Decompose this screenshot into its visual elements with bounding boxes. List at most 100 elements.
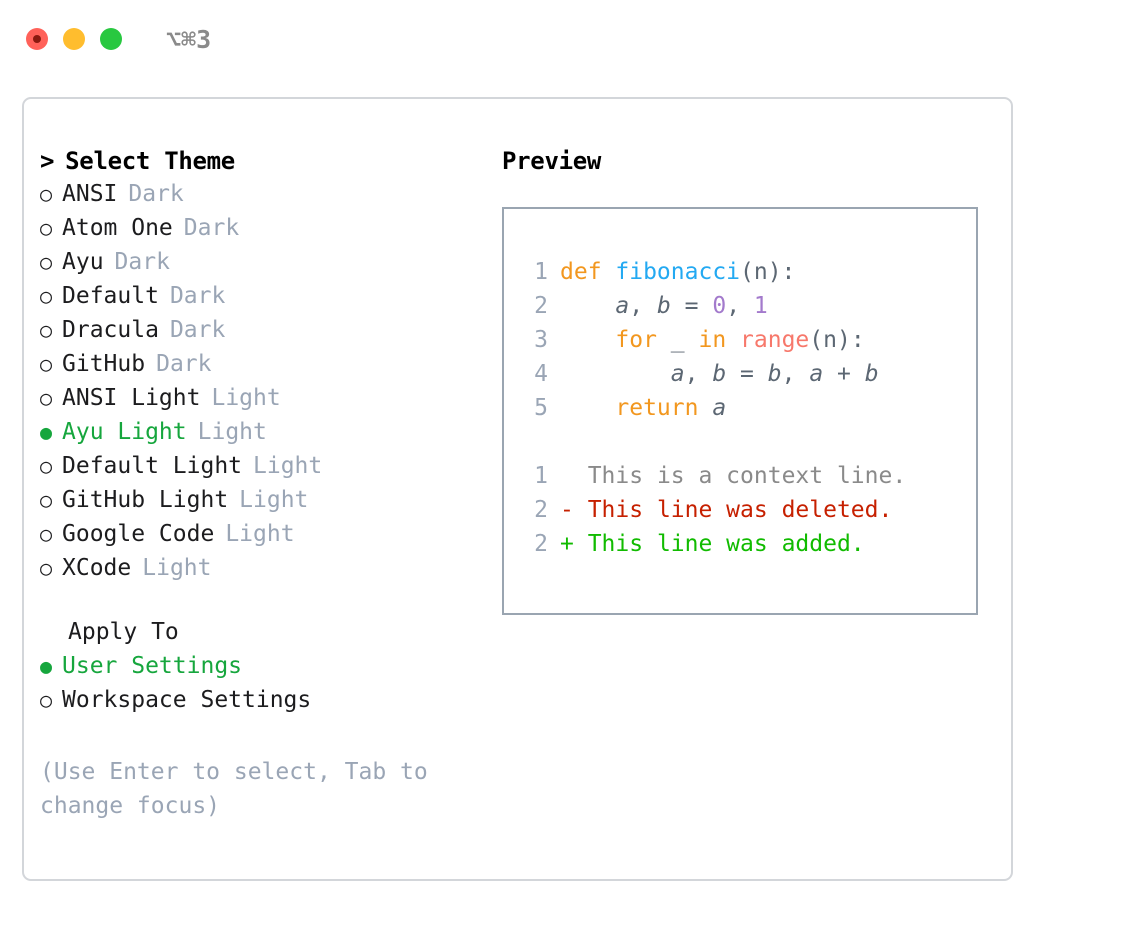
radio-unselected-icon: ○ (40, 688, 53, 712)
diff-line-number: 1 (534, 463, 548, 489)
code-token-plain (698, 391, 712, 425)
theme-option-label: Default Light (62, 453, 243, 479)
code-token-fn: fibonacci (615, 259, 741, 285)
minimize-button-icon[interactable] (63, 28, 85, 50)
code-token-num: 1 (753, 293, 768, 319)
theme-option-label: Google Code (62, 521, 215, 547)
theme-option-label: XCode (62, 555, 132, 581)
traffic-light-group (26, 28, 122, 50)
radio-unselected-icon: ○ (40, 318, 53, 342)
diff-line-number: 2 (534, 497, 548, 523)
code-token-plain (560, 357, 671, 391)
code-line-number: 2 (534, 293, 548, 319)
section-spacer (40, 589, 480, 619)
code-token-var: a (615, 293, 630, 319)
code-token-plain: _ (656, 327, 699, 353)
code-token-plain: = (726, 361, 768, 387)
code-token-plain: , (726, 293, 754, 319)
diff-marker-icon: + (560, 531, 574, 557)
theme-variant-badge: Dark (156, 351, 212, 377)
radio-unselected-icon: ○ (40, 556, 53, 580)
code-token-var: b (864, 361, 879, 387)
theme-variant-badge: Light (225, 521, 295, 547)
maximize-button-icon[interactable] (100, 28, 122, 50)
code-token-plain: (n): (740, 259, 796, 285)
theme-option-label: Atom One (62, 215, 173, 241)
code-line-number: 5 (534, 395, 548, 421)
theme-option-atom-one[interactable]: ○ Atom One Dark (40, 215, 480, 249)
code-token-plain (560, 391, 615, 425)
code-token-var: a (809, 361, 824, 387)
theme-variant-badge: Light (211, 385, 281, 411)
select-theme-heading-label: Select Theme (65, 147, 235, 175)
radio-selected-icon: ● (40, 654, 53, 678)
code-token-plain (560, 289, 615, 323)
keyboard-shortcut-label: ⌥⌘3 (166, 24, 212, 54)
theme-option-label: ANSI (62, 181, 118, 207)
code-line: 4 a, b = b, a + b (522, 357, 976, 391)
theme-variant-badge: Light (142, 555, 212, 581)
apply-to-option-label: Workspace Settings (62, 687, 312, 713)
diff-marker-icon: - (560, 497, 574, 523)
radio-unselected-icon: ○ (40, 488, 53, 512)
theme-variant-badge: Dark (183, 215, 240, 241)
apply-to-option-user-settings[interactable]: ●User Settings (40, 653, 480, 687)
diff-line-del: 2- This line was deleted. (522, 493, 976, 527)
code-line-number: 3 (534, 327, 548, 353)
theme-option-xcode[interactable]: ○ XCode Light (40, 555, 480, 589)
diff-line-text: This is a context line. (573, 463, 907, 489)
radio-unselected-icon: ○ (40, 386, 53, 410)
radio-unselected-icon: ○ (40, 182, 53, 206)
theme-variant-badge: Dark (169, 283, 226, 309)
apply-to-option-workspace-settings[interactable]: ○ Workspace Settings (40, 687, 480, 721)
radio-unselected-icon: ○ (40, 216, 53, 240)
theme-variant-badge: Dark (169, 317, 226, 343)
code-token-plain: , (781, 361, 810, 387)
theme-variant-badge: Light (253, 453, 323, 479)
code-token-plain: (n): (809, 327, 865, 353)
code-token-kw: for (615, 327, 657, 353)
theme-option-label: ANSI Light (62, 385, 201, 411)
code-token-plain: , (684, 361, 713, 387)
theme-option-dracula[interactable]: ○ Dracula Dark (40, 317, 480, 351)
code-token-plain: + (823, 361, 865, 387)
theme-option-label: Default (62, 283, 159, 309)
radio-unselected-icon: ○ (40, 250, 53, 274)
diff-line-add: 2+ This line was added. (522, 527, 976, 561)
theme-variant-badge: Light (197, 419, 267, 445)
diff-marker-icon (560, 459, 574, 493)
code-token-plain (726, 323, 740, 357)
keyboard-hint-text: (Use Enter to select, Tab to change focu… (40, 759, 442, 819)
select-theme-heading: >Select Theme (40, 147, 480, 181)
theme-option-label: GitHub Light (62, 487, 229, 513)
theme-option-label: Dracula (62, 317, 159, 343)
title-bar: ⌥⌘3 (0, 0, 1140, 78)
code-token-var: b (656, 293, 671, 319)
code-line: 5 return a (522, 391, 976, 425)
code-token-var: a (670, 361, 685, 387)
theme-option-ansi-light[interactable]: ○ ANSI Light Light (40, 385, 480, 419)
close-button-icon[interactable] (26, 28, 48, 50)
code-token-num: 0 (712, 293, 727, 319)
radio-selected-icon: ● (40, 420, 53, 444)
code-token-bi: range (740, 327, 810, 353)
code-token-var: b (712, 361, 727, 387)
apply-to-title: Apply To (68, 619, 179, 645)
code-token-var: b (767, 361, 782, 387)
diff-line-number: 2 (534, 531, 548, 557)
preview-title: Preview (502, 147, 602, 175)
